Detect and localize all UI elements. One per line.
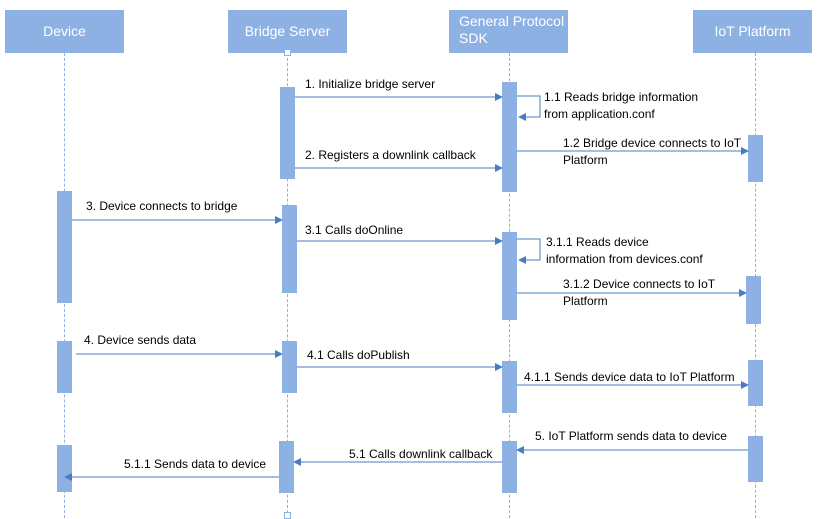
activation-sdk-3 bbox=[502, 361, 517, 413]
message-3-label: 3. Device connects to bridge bbox=[86, 199, 238, 213]
activation-sdk-1 bbox=[502, 82, 517, 192]
activation-bridge-2 bbox=[282, 205, 297, 293]
message-3-1-2-label: 3.1.2 Device connects to IoT Platform bbox=[563, 276, 715, 310]
activation-iot-1 bbox=[748, 135, 763, 182]
activation-iot-3 bbox=[748, 360, 763, 406]
participant-device: Device bbox=[5, 10, 124, 53]
message-1-label: 1. Initialize bridge server bbox=[305, 77, 436, 91]
participant-bridge-server: Bridge Server bbox=[228, 10, 347, 53]
participant-sdk-label-line1: General Protocol bbox=[459, 13, 565, 29]
participant-iot-platform: IoT Platform bbox=[693, 10, 812, 53]
message-1-1-line1: 1.1 Reads bridge information bbox=[544, 90, 699, 104]
message-3-1-2-line1: 3.1.2 Device connects to IoT bbox=[563, 277, 716, 291]
activation-bridge-4 bbox=[279, 441, 294, 493]
participant-general-protocol-sdk: General Protocol SDK bbox=[449, 10, 568, 53]
arrow-3-1-1-self bbox=[517, 238, 541, 264]
message-1-2-label: 1.2 Bridge device connects to IoT Platfo… bbox=[563, 135, 741, 169]
message-3-1-1-line2: information from devices.conf bbox=[546, 252, 703, 266]
activation-sdk-2 bbox=[502, 232, 517, 320]
message-4-1-label: 4.1 Calls doPublish bbox=[307, 348, 410, 362]
activation-iot-4 bbox=[748, 436, 763, 482]
message-3-1-1-label: 3.1.1 Reads device information from devi… bbox=[546, 234, 703, 268]
message-1-2-line2: Platform bbox=[563, 153, 608, 167]
message-1-1-label: 1.1 Reads bridge information from applic… bbox=[544, 89, 698, 123]
activation-bridge-3 bbox=[282, 341, 297, 393]
activation-device-1 bbox=[57, 191, 72, 303]
message-3-1-label: 3.1 Calls doOnline bbox=[305, 223, 404, 237]
message-1-1-line2: from application.conf bbox=[544, 107, 655, 121]
activation-device-2 bbox=[57, 341, 72, 393]
message-2-label: 2. Registers a downlink callback bbox=[305, 148, 476, 162]
message-4-label: 4. Device sends data bbox=[84, 333, 197, 347]
message-1-2-line1: 1.2 Bridge device connects to IoT bbox=[563, 136, 742, 150]
arrow-1-1-self bbox=[517, 95, 541, 121]
message-5-1-1-label: 5.1.1 Sends data to device bbox=[124, 457, 267, 471]
activation-bridge-1 bbox=[280, 87, 295, 179]
message-4-1-1-label: 4.1.1 Sends device data to IoT Platform bbox=[524, 370, 735, 384]
message-5-1-label: 5.1 Calls downlink callback bbox=[349, 447, 493, 461]
message-5-label: 5. IoT Platform sends data to device bbox=[535, 429, 727, 443]
participant-iot-platform-label: IoT Platform bbox=[714, 23, 791, 39]
lifeline-handle-top[interactable] bbox=[284, 49, 291, 56]
message-3-1-1-line1: 3.1.1 Reads device bbox=[546, 235, 649, 249]
activation-sdk-4 bbox=[502, 441, 517, 493]
message-3-1-2-line2: Platform bbox=[563, 294, 608, 308]
activation-iot-2 bbox=[746, 276, 761, 324]
participant-bridge-server-label: Bridge Server bbox=[244, 23, 331, 39]
participant-sdk-label-line2: SDK bbox=[459, 30, 488, 46]
participant-device-label: Device bbox=[43, 23, 86, 39]
